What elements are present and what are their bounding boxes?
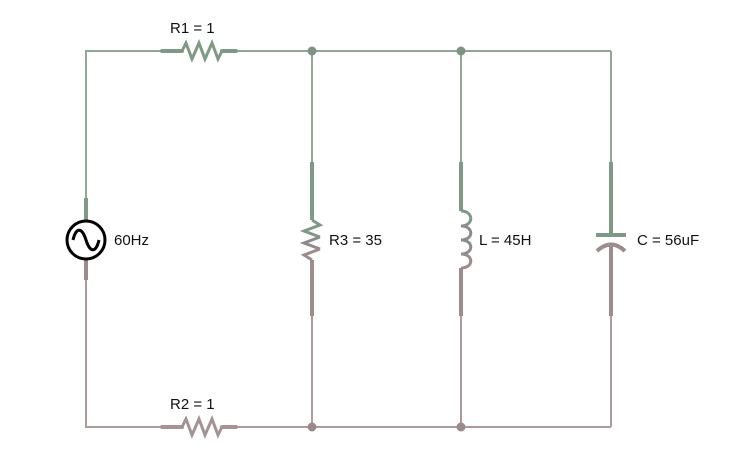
ac-source[interactable] [65, 198, 107, 280]
inductor-l[interactable] [459, 162, 473, 316]
capacitor-plate-curved [595, 242, 627, 253]
capacitor-c[interactable] [595, 162, 627, 316]
top-wire [85, 50, 612, 198]
capacitor-label: C = 56uF [637, 232, 700, 249]
top-node-1[interactable] [307, 46, 317, 56]
resistor-r3[interactable] [299, 162, 324, 316]
bottom-node-2[interactable] [456, 422, 466, 432]
bottom-node-1[interactable] [307, 422, 317, 432]
r2-label: R2 = 1 [170, 396, 215, 413]
r1-label: R1 = 1 [170, 20, 215, 37]
resistor-r1[interactable] [160, 39, 238, 63]
r3-label: R3 = 35 [329, 232, 382, 249]
sine-wave-icon [71, 228, 101, 252]
inductor-label: L = 45H [479, 232, 532, 249]
top-node-2[interactable] [456, 46, 466, 56]
bottom-wire [85, 280, 612, 428]
source-label: 60Hz [114, 232, 150, 249]
resistor-r2[interactable] [160, 415, 238, 439]
